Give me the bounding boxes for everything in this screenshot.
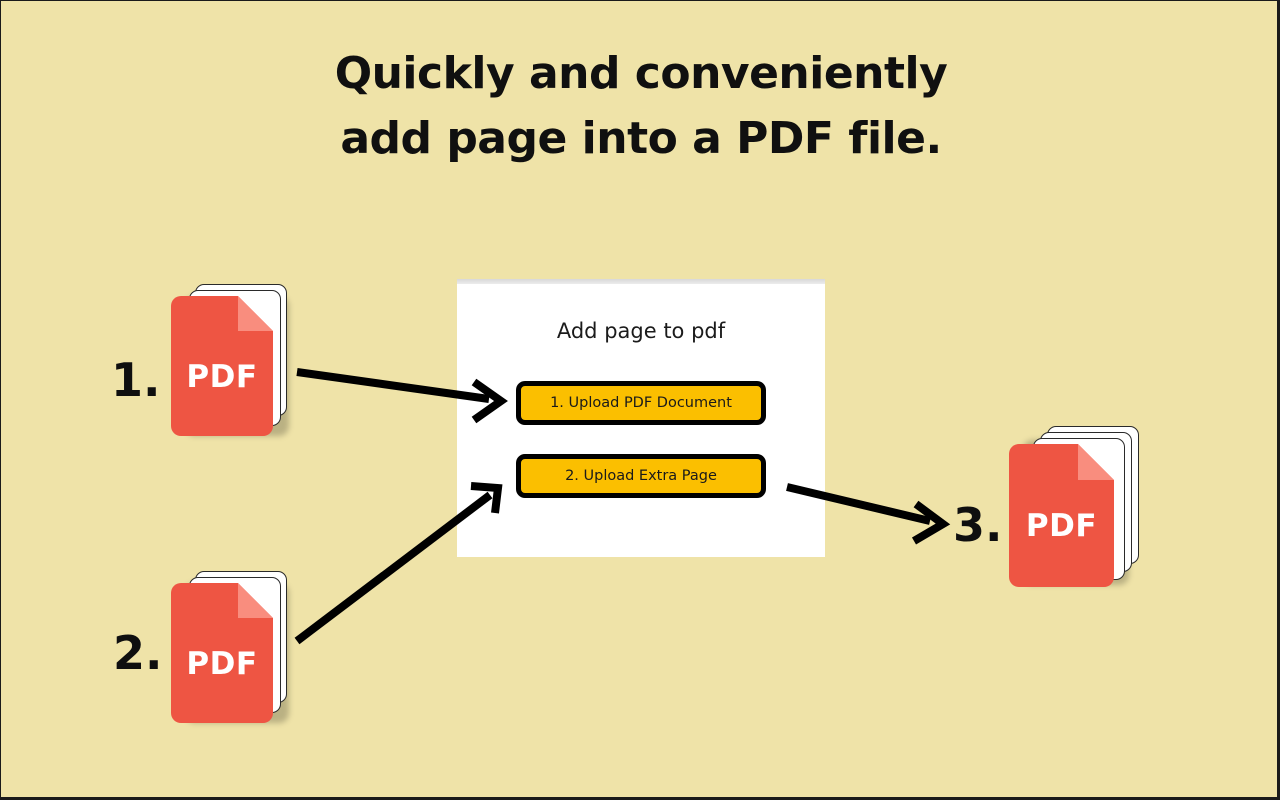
step-number-2: 2. [113, 626, 163, 680]
pdf-label-text: PDF [186, 359, 258, 395]
panel-heading: Add page to pdf [556, 319, 726, 343]
pdf-front-page: PDF [1009, 444, 1114, 587]
pdf-file-icon-result: PDF [1009, 426, 1149, 587]
step-number-3: 3. [953, 498, 1003, 552]
page-title-line-1: Quickly and conveniently [334, 48, 948, 99]
pdf-front-page: PDF [171, 583, 273, 723]
pdf-file-icon-input-2: PDF [171, 571, 296, 726]
upload-pdf-document-button[interactable]: 1. Upload PDF Document [516, 381, 766, 425]
step-number-1: 1. [111, 353, 161, 407]
page-title-line-2: add page into a PDF file. [340, 113, 942, 164]
pdf-file-icon-input-1: PDF [171, 284, 296, 439]
upload-extra-page-button[interactable]: 2. Upload Extra Page [516, 454, 766, 498]
add-page-to-pdf-panel: Add page to pdf 1. Upload PDF Document 2… [457, 279, 825, 557]
page-title: Quickly and conveniently add page into a… [1, 41, 1277, 171]
panel-title-bar [457, 279, 825, 284]
pdf-label-text: PDF [186, 646, 258, 682]
pdf-label-text: PDF [1025, 508, 1098, 544]
pdf-front-page: PDF [171, 296, 273, 436]
